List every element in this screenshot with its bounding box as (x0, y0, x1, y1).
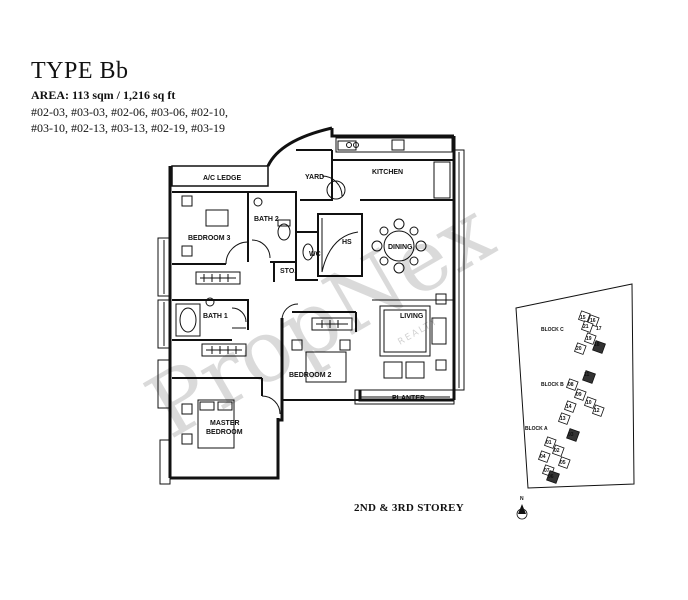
site-unit: 07 (544, 468, 550, 474)
north-label: N (520, 496, 524, 502)
label-yard: YARD (305, 174, 324, 181)
label-bath-1: BATH 1 (203, 313, 228, 320)
label-dining: DINING (388, 244, 413, 251)
site-unit: 16 (590, 318, 596, 324)
site-unit: 09 (576, 392, 582, 398)
site-plan: BLOCK C BLOCK B BLOCK A 15 16 17 18 19 2… (515, 283, 635, 520)
right-facade (354, 149, 465, 405)
unit-area: AREA: 113 sqm / 1,216 sq ft (31, 88, 176, 102)
site-unit: 13 (560, 416, 566, 422)
site-unit: 18 (594, 342, 600, 348)
site-unit: 08 (568, 382, 574, 388)
site-unit: 20 (576, 346, 582, 352)
site-block-c: BLOCK C (541, 327, 564, 333)
site-block-b: BLOCK B (541, 382, 564, 388)
site-unit: 10 (586, 400, 592, 406)
label-ac-ledge: A/C LEDGE (203, 175, 241, 182)
label-master-1: MASTER (210, 420, 240, 427)
unit-numbers-list: #02-03, #03-03, #02-06, #03-06, #02-10, … (31, 105, 228, 135)
site-unit: 05 (560, 460, 566, 466)
site-unit: 11 (584, 372, 590, 378)
label-sto: STO. (280, 268, 296, 275)
site-unit: 12 (594, 408, 600, 414)
label-wc: WC (309, 251, 321, 258)
site-block-a: BLOCK A (525, 426, 548, 432)
site-unit: 21 (583, 324, 589, 330)
label-hs: HS (342, 239, 352, 246)
plan-type-title: TYPE Bb (31, 58, 129, 84)
label-bedroom-2: BEDROOM 2 (289, 372, 332, 379)
left-window-strips (157, 237, 171, 485)
label-kitchen: KITCHEN (372, 169, 403, 176)
storey-label: 2ND & 3RD STOREY (354, 502, 465, 514)
site-unit: 03 (568, 432, 574, 438)
north-arrow-icon: N (516, 496, 528, 520)
site-unit: 01 (546, 440, 552, 446)
label-bedroom-3: BEDROOM 3 (188, 235, 231, 242)
label-planter: PLANTER (392, 395, 425, 402)
site-unit: 14 (566, 404, 572, 410)
interior-walls (172, 149, 454, 396)
site-unit: 02 (554, 448, 560, 454)
label-master-2: BEDROOM (206, 429, 243, 436)
site-unit: 17 (596, 326, 602, 332)
site-boundary (515, 283, 635, 489)
site-unit: 06 (548, 474, 554, 480)
fixtures (175, 137, 453, 449)
site-unit: 15 (580, 315, 586, 321)
site-unit: 04 (540, 454, 546, 460)
label-living: LIVING (400, 313, 424, 320)
label-bath-2: BATH 2 (254, 216, 279, 223)
site-unit: 19 (586, 336, 592, 342)
